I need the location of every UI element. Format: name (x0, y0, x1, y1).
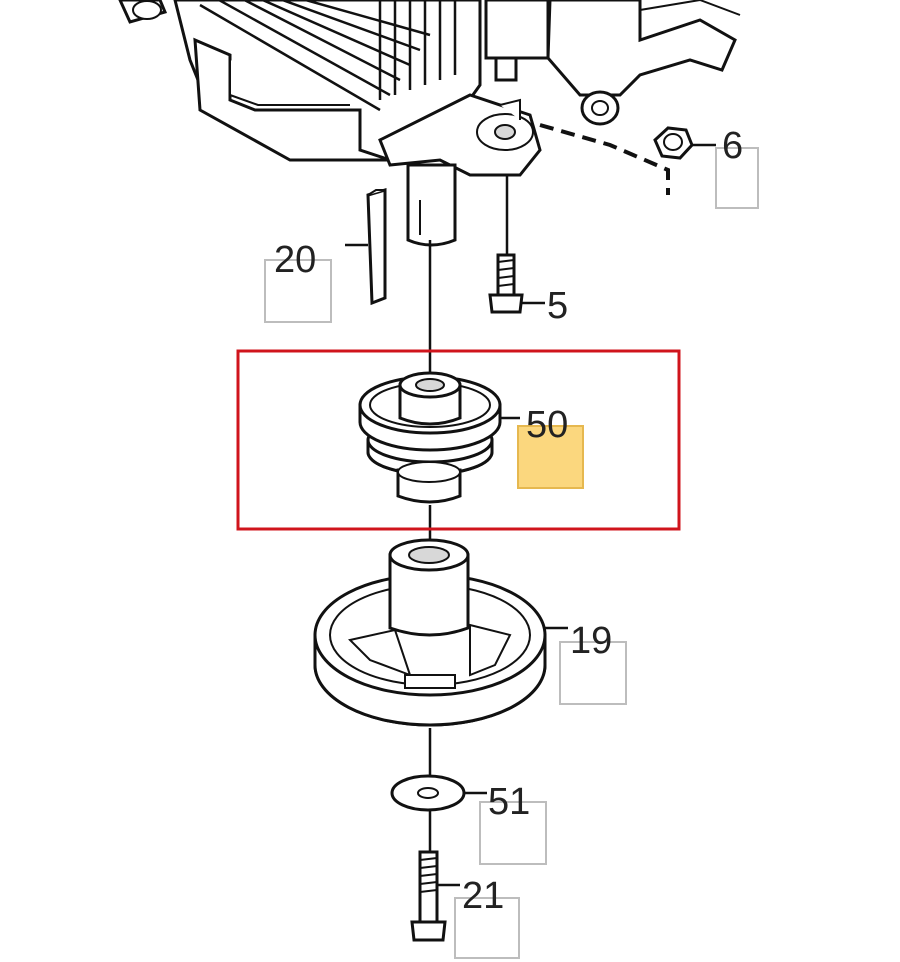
part-pulley-19 (313, 538, 568, 727)
part-hub-50[interactable] (358, 371, 520, 504)
callout-6: 6 (722, 125, 743, 167)
part-bolt-5 (488, 175, 545, 314)
ref-box-21[interactable] (454, 897, 520, 959)
ref-box-50[interactable] (517, 425, 584, 489)
part-washer-51 (390, 774, 487, 812)
ref-box-20[interactable] (264, 259, 332, 323)
callout-51: 51 (488, 781, 530, 823)
part-key-20 (345, 187, 387, 306)
callout-50: 50 (526, 404, 568, 446)
callout-20: 20 (274, 239, 316, 281)
ref-box-51[interactable] (479, 801, 547, 865)
cooling-fins (199, 0, 457, 112)
callout-5: 5 (547, 285, 568, 327)
selection-frame (236, 349, 681, 531)
callout-19: 19 (570, 620, 612, 662)
ref-box-19[interactable] (559, 641, 627, 705)
part-nut-6 (539, 123, 716, 195)
callout-21: 21 (462, 875, 504, 917)
ref-box-6[interactable] (715, 147, 759, 209)
gearbox-housing (118, 0, 741, 247)
part-bolt-21 (410, 850, 460, 942)
